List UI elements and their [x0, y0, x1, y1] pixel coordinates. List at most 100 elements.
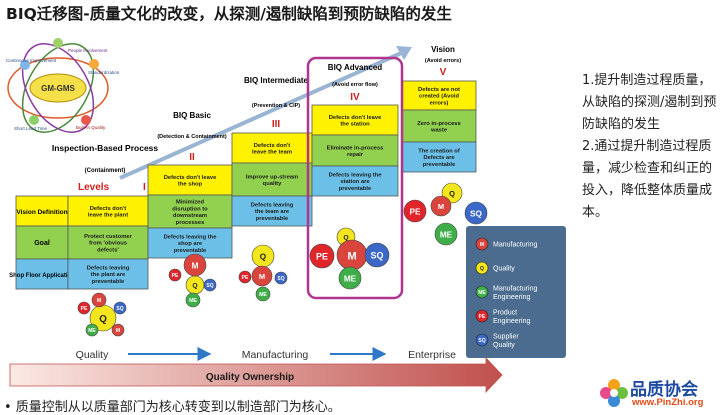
team-ball-sq — [464, 201, 488, 225]
team-ball-pe — [238, 270, 252, 284]
note-point-1: 1.提升制造过程质量，从缺陷的探测/遏制到预防缺陷的发生 — [582, 73, 717, 132]
team-ball-label: SQ — [370, 251, 383, 261]
row-labels: Vision Definition Goal Shop Floor Applic… — [9, 195, 75, 290]
stage3-sub: (Prevention & CIP) — [252, 103, 300, 109]
brand-url: www.PinZhi.org — [632, 397, 704, 408]
team-ball-label: PE — [409, 207, 421, 216]
levels-label: Levels — [78, 182, 110, 193]
stage1-title: Inspection-Based Process — [52, 143, 159, 153]
team-ball-label: ME — [344, 274, 357, 283]
stage4-shop-cell — [311, 165, 399, 197]
stage2-shop-cell — [147, 227, 233, 259]
team-ball-me — [434, 222, 458, 246]
stage-headings: Inspection-Based Process (Containment) L… — [52, 45, 461, 193]
team-ball-label: M — [438, 202, 444, 211]
team-ball-label: M — [97, 298, 102, 304]
stage4-title: BIQ Advanced — [328, 63, 382, 72]
gms-label-ci: Continuous Improvement — [6, 58, 57, 63]
team-ball-label: PE — [242, 275, 249, 281]
team-ball-label: Q — [192, 283, 197, 290]
team-ball-label: ME — [189, 298, 197, 304]
row-label-goal: Goal — [34, 240, 50, 247]
legend-swatch-sq — [475, 333, 489, 347]
team-ball-label: Q — [449, 189, 455, 198]
team-ball-sq — [364, 242, 390, 268]
stage3-shop-cell — [231, 195, 313, 227]
phase-enterprise: Enterprise — [408, 349, 456, 361]
team-ball-sq — [274, 271, 288, 285]
team-ball-pe — [309, 243, 335, 269]
stage5-numeral: V — [440, 67, 447, 78]
gms-label-std: Standardization — [88, 70, 120, 75]
team-ball-me — [85, 323, 99, 337]
team-ball-label: M — [116, 328, 120, 334]
stage4-vision-cell — [311, 104, 399, 136]
gms-center-label: GM-GMS — [41, 84, 75, 93]
quality-ownership-arrow: Quality Ownership — [9, 356, 503, 394]
team-ball-label: SQ — [470, 209, 483, 218]
stage4-sub: (Avoid error flow) — [332, 82, 378, 88]
row-label-vision: Vision Definition — [16, 209, 67, 216]
team-ball-label: M — [192, 261, 199, 270]
stage5-vision-cell — [401, 80, 477, 111]
team-ball-me — [185, 292, 201, 308]
team-ball-label: SQ — [116, 306, 123, 312]
page-title: BIQ迁移图-质量文化的改变，从探测/遏制缺陷到预防缺陷的发生 — [6, 5, 452, 23]
team-ball-m — [183, 253, 207, 277]
quality-ownership-label: Quality Ownership — [206, 372, 294, 383]
legend-label-q: Quality — [493, 266, 515, 273]
team-ball-pe — [77, 301, 91, 315]
gms-label-slt: Short Lead Time — [14, 126, 48, 131]
team-ball-sq — [113, 301, 127, 315]
legend-swatch-m — [475, 237, 489, 251]
legend-swatch-pe — [475, 309, 489, 323]
team-ball-label: PE — [172, 273, 179, 279]
legend-swatch-me — [475, 285, 489, 299]
team-ball-label: ME — [88, 328, 96, 334]
team-ball-label: PE — [316, 252, 328, 262]
bottom-note: • 质量控制从以质量部门为核心转变到以制造部门为核心。 — [4, 400, 341, 415]
gms-label-people: People Involvement — [68, 48, 108, 53]
staircase-arrow — [119, 48, 409, 180]
brand-logo: 品质协会 www.PinZhi.org — [598, 376, 723, 414]
team-ball-m — [251, 265, 273, 287]
legend-swatch-q — [475, 261, 489, 275]
team-ball-me — [338, 266, 362, 290]
team-ball-pe — [403, 199, 427, 223]
stage5-sub: (Avoid errors) — [425, 58, 461, 64]
stage1-numeral: I — [143, 182, 146, 193]
stage3-goal-cell — [231, 162, 313, 197]
stage2-numeral: II — [189, 152, 195, 163]
team-ball-pe — [168, 268, 182, 282]
legend-letter: ME — [478, 290, 486, 296]
stage2-sub: (Detection & Containment) — [157, 134, 227, 140]
team-ball-m — [111, 323, 125, 337]
sidebar-notes: 1.提升制造过程质量，从缺陷的探测/遏制到预防缺陷的发生 2.通过提升制造过程质… — [582, 70, 720, 224]
flower-icon — [600, 379, 628, 407]
stage3-title: BIQ Intermediate — [244, 76, 309, 85]
legend-letter: M — [480, 242, 484, 248]
team-ball-label: PE — [81, 306, 88, 312]
row-label-shop: Shop Floor Application — [9, 273, 75, 279]
